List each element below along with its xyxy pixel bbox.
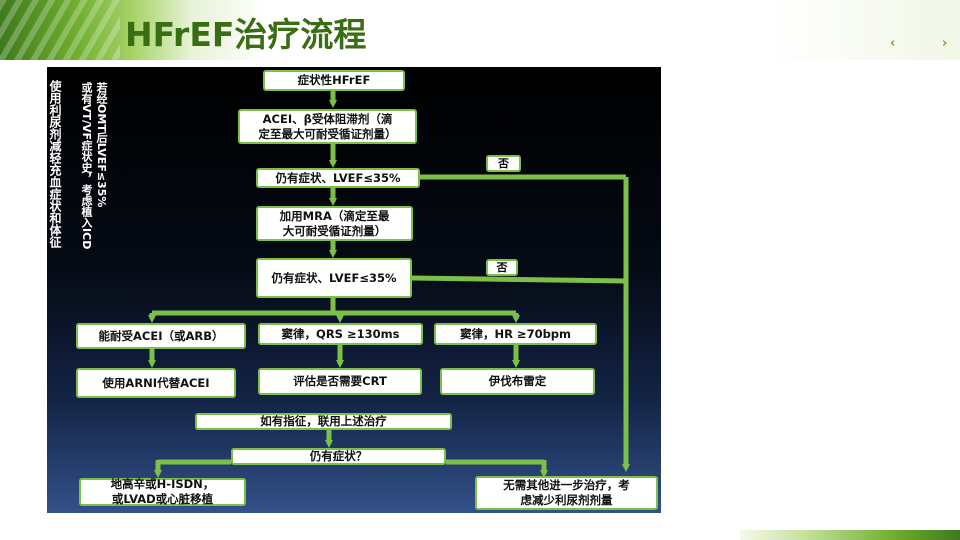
header-banner <box>0 0 960 60</box>
branch-qrs-box: 窦律，QRS ≥130ms <box>258 323 423 345</box>
arni-box: 使用ARNI代替ACEI <box>76 368 236 398</box>
branch-acei-box: 能耐受ACEI（或ARB） <box>76 323 246 349</box>
no-label-1: 否 <box>486 155 521 172</box>
diuretic-note: 使用利尿剂减轻充血症状和体征 <box>48 80 62 248</box>
footer-bar-decoration <box>740 530 960 540</box>
icd-note-line1: 若经OMT后LVEF≤35% <box>95 82 108 208</box>
combine-box: 如有指征，联用上述治疗 <box>195 413 452 430</box>
step2-box: 加用MRA（滴定至最 大可耐受循证剂量） <box>256 206 413 241</box>
check2-box: 仍有症状、LVEF≤35% <box>256 258 412 298</box>
start-box: 症状性HFrEF <box>263 70 405 91</box>
icd-note: 若经OMT后LVEF≤35% 或有VT/VF症状史，考虑植入ICD <box>79 82 109 249</box>
arrow-check2-no <box>411 275 627 284</box>
check1-box: 仍有症状、LVEF≤35% <box>256 168 420 188</box>
ivabradine-box: 伊伐布雷定 <box>440 368 595 395</box>
check3-box: 仍有症状？ <box>231 448 446 465</box>
previous-slide-icon[interactable]: ‹ <box>890 36 896 51</box>
final-left-box: 地高辛或H-ISDN， 或LVAD或心脏移植 <box>79 477 246 506</box>
slide-title: HFrEF治疗流程 <box>125 15 367 54</box>
header-stripe-decoration <box>0 0 120 60</box>
step1-box: ACEI、β受体阻滞剂（滴 定至最大可耐受循证剂量） <box>238 109 417 144</box>
crt-box: 评估是否需要CRT <box>258 368 422 395</box>
branch-hr-box: 窦律，HR ≥70bpm <box>434 323 597 345</box>
next-slide-icon[interactable]: › <box>942 36 948 51</box>
icd-note-line2: 或有VT/VF症状史，考虑植入ICD <box>80 82 93 250</box>
no-label-2: 否 <box>486 259 518 276</box>
final-right-box: 无需其他进一步治疗，考 虑减少利尿剂剂量 <box>475 476 658 510</box>
